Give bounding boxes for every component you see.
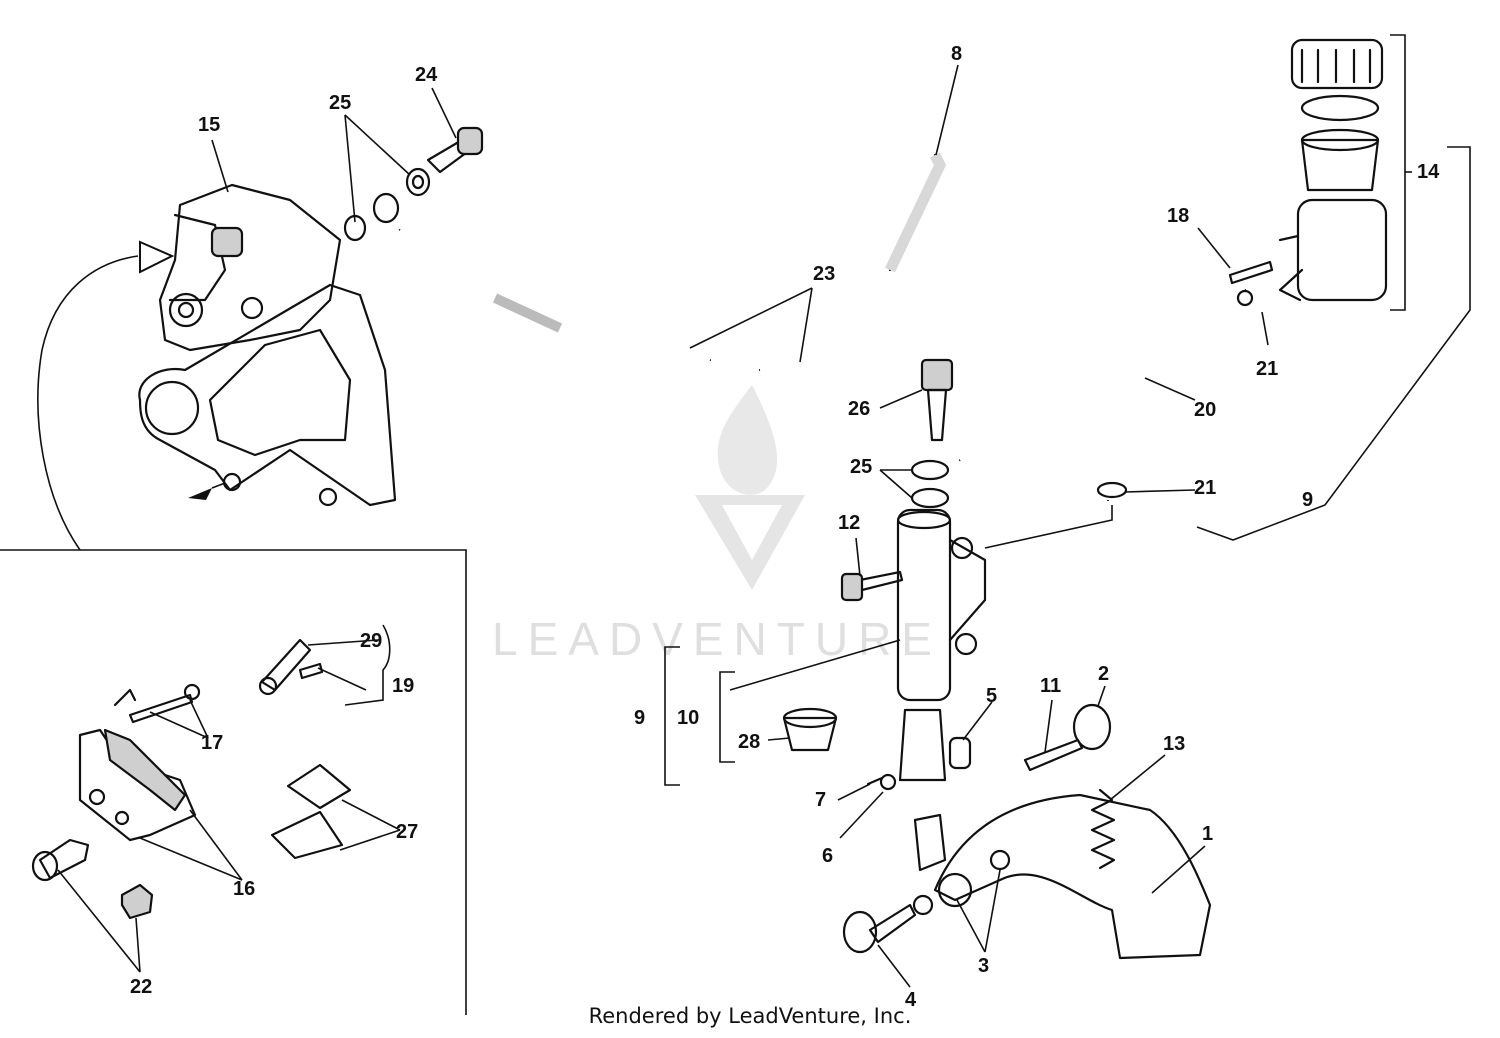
callout-20: 20 [1194,399,1216,421]
arrowhead-icon [139,240,175,274]
render-credit: Rendered by LeadVenture, Inc. [588,1004,912,1028]
joint-pin-5 [948,736,972,770]
callout-1: 1 [1202,823,1213,845]
boot-28 [782,707,838,752]
pad-pin [113,683,201,724]
callout-19: 19 [392,675,414,697]
callout-21a: 21 [1256,358,1278,380]
hose-clamp-21-lower [1096,481,1128,499]
callout-2: 2 [1098,663,1109,685]
group-brackets [344,34,1471,786]
watermark-v-icon [695,495,805,590]
return-spring [1090,788,1116,870]
brake-hose [397,226,1096,464]
cotter-pin-7 [866,776,884,786]
callout-14: 14 [1417,161,1440,183]
callout-8: 8 [951,43,962,65]
pad-spring-27 [270,763,352,860]
reservoir-assembly [1278,38,1388,302]
bolt-12 [840,570,904,602]
callout-17: 17 [201,732,223,754]
callout-15: 15 [198,114,220,136]
callout-7: 7 [815,789,826,811]
washer-upper [343,167,431,242]
watermark-text: LEADVENTURE [492,613,942,665]
pad-arrow-icon [188,488,212,500]
pivot-bolt-4 [842,849,1011,954]
callout-16: 16 [233,878,255,900]
caliper-assembly [138,183,397,507]
callout-9a: 9 [1302,489,1313,511]
callout-18: 18 [1167,205,1189,227]
inset-box-border [0,549,467,1015]
callout-labels: 1 2 3 4 5 6 7 8 9 9 10 11 12 13 14 15 16… [130,43,1440,1011]
callout-9b: 9 [634,707,645,729]
callout-24: 24 [415,64,438,86]
caliper-routing-arrow [37,255,139,551]
callout-25a: 25 [329,92,351,114]
callout-11: 11 [1040,675,1061,697]
hose-clamp-21-upper [1236,289,1254,307]
callout-21b: 21 [1194,477,1216,499]
callout-4: 4 [905,989,917,1011]
callout-23: 23 [813,263,835,285]
hose-protector-spiral [885,152,947,273]
bleeder-29 [258,638,324,696]
callout-12: 12 [838,512,860,534]
callout-29: 29 [360,630,382,652]
callout-5: 5 [986,685,997,707]
callout-26: 26 [848,398,870,420]
bolt-11 [1023,738,1084,772]
union-bolt [910,358,954,509]
leader-lines [57,64,1269,988]
bolt-18 [1228,260,1274,285]
rear-master-cylinder [896,508,987,782]
callout-28: 28 [738,731,760,753]
watermark-flame-icon [717,385,778,495]
callout-22: 22 [130,976,152,998]
watermark: LEADVENTURE [492,385,942,665]
callout-13: 13 [1163,733,1185,755]
brake-pedal [913,793,1212,960]
bleeder-screw [426,126,484,174]
cap-2 [1072,703,1112,751]
pin-boots-22 [31,838,154,920]
callout-27: 27 [396,821,418,843]
washer-6 [879,773,897,791]
callout-25b: 25 [850,456,872,478]
callout-6: 6 [822,845,833,867]
callout-10: 10 [677,707,699,729]
brake-pads [78,728,197,842]
callout-3: 3 [978,955,989,977]
